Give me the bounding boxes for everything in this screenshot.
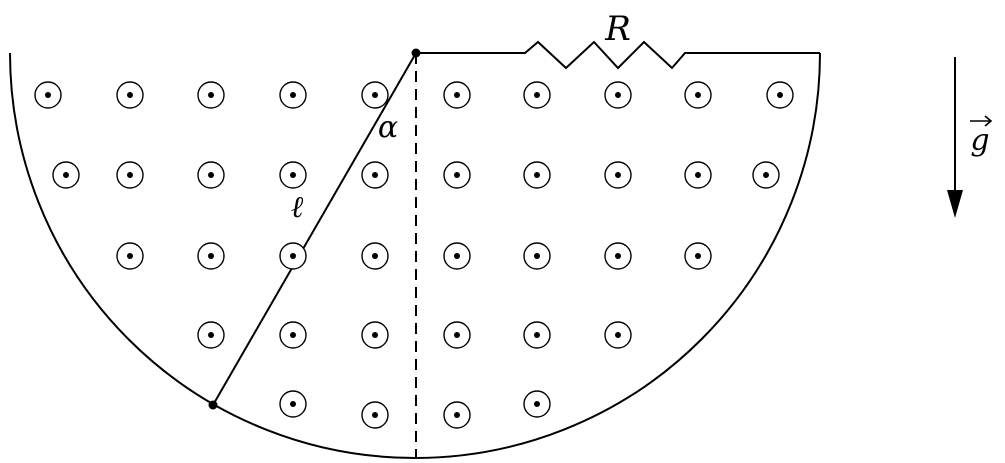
field-out-of-page-icon [361,321,389,349]
field-out-of-page-icon [604,321,632,349]
field-out-of-page-icon [279,161,307,189]
field-out-of-page-icon [116,242,144,270]
field-out-of-page-icon [523,321,551,349]
field-out-of-page-icon [684,161,712,189]
field-out-of-page-icon [361,401,389,429]
field-out-of-page-icon [604,81,632,109]
pivot-point [411,48,421,58]
top-wire-with-resistor [416,40,820,70]
field-out-of-page-icon [197,321,225,349]
field-out-of-page-icon [197,161,225,189]
field-out-of-page-icon [443,242,471,270]
contact-point [208,400,218,410]
field-out-of-page-icon [523,161,551,189]
field-out-of-page-icon [523,242,551,270]
rod-length-label: ℓ [291,190,304,225]
rod [212,52,417,406]
field-out-of-page-icon [197,81,225,109]
field-out-of-page-icon [752,161,780,189]
gravity-vector-arrow-icon [970,115,993,127]
field-out-of-page-icon [523,390,551,418]
magnetic-field-out-of-page [34,81,794,429]
field-out-of-page-icon [116,161,144,189]
field-out-of-page-icon [361,161,389,189]
field-out-of-page-icon [443,81,471,109]
field-out-of-page-icon [116,81,144,109]
resistor-label: R [604,9,631,49]
field-out-of-page-icon [443,321,471,349]
field-out-of-page-icon [34,81,62,109]
field-out-of-page-icon [604,242,632,270]
field-out-of-page-icon [279,321,307,349]
angle-label: α [378,110,398,145]
field-out-of-page-icon [52,161,80,189]
field-out-of-page-icon [443,401,471,429]
field-out-of-page-icon [279,242,307,270]
field-out-of-page-icon [279,81,307,109]
field-out-of-page-icon [279,390,307,418]
field-out-of-page-icon [684,242,712,270]
field-out-of-page-icon [684,81,712,109]
field-out-of-page-icon [766,81,794,109]
gravity-label: g [970,123,989,158]
field-out-of-page-icon [197,242,225,270]
field-out-of-page-icon [443,161,471,189]
field-out-of-page-icon [604,161,632,189]
field-out-of-page-icon [523,81,551,109]
field-out-of-page-icon [361,81,389,109]
gravity-arrowhead [947,190,963,218]
field-out-of-page-icon [361,242,389,270]
